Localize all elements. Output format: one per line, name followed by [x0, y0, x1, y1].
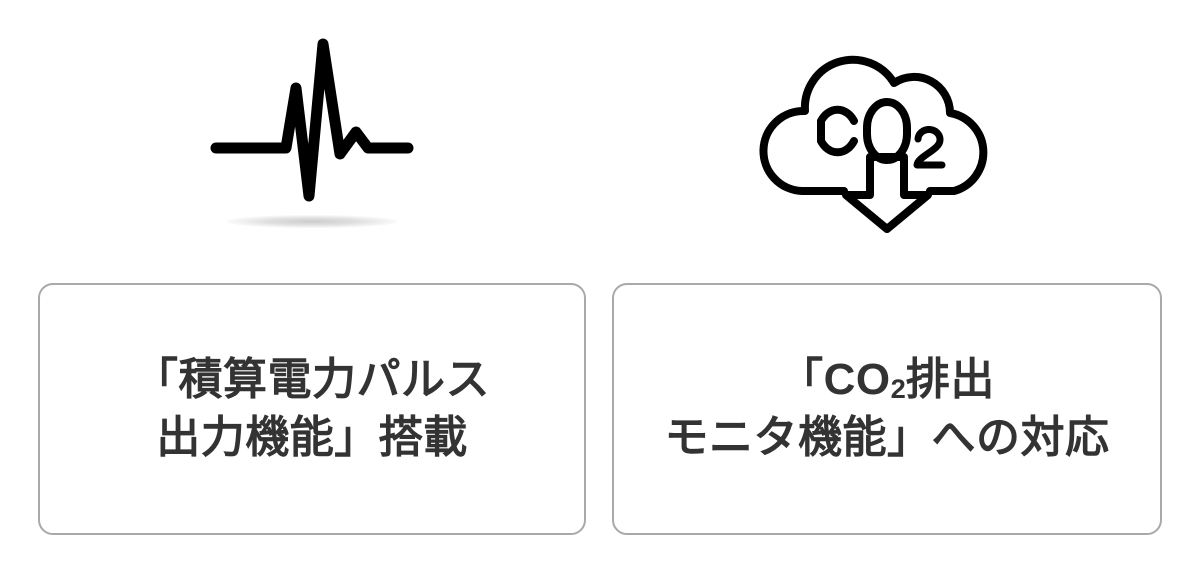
label-line-1-pre: 「CO	[779, 354, 891, 404]
feature-card-power-pulse[interactable]: 「積算電力パルス出力機能」搭載	[38, 283, 586, 535]
feature-column-power-pulse: 「積算電力パルス出力機能」搭載	[38, 0, 586, 580]
label-line-2: モニタ機能」への対応	[664, 413, 1110, 462]
feature-card-label-power-pulse: 「積算電力パルス出力機能」搭載	[134, 351, 490, 467]
feature-card-co2-monitor[interactable]: 「CO2排出モニタ機能」への対応	[612, 283, 1162, 535]
feature-card-label-co2-monitor: 「CO2排出モニタ機能」への対応	[665, 351, 1110, 467]
icon-area-power-pulse	[38, 0, 586, 262]
co2-cloud-down-arrow-icon	[759, 16, 1002, 246]
label-line-1: 「積算電力パルス	[134, 354, 490, 404]
label-line-1-subscript: 2	[890, 373, 906, 405]
label-line-2: 出力機能」搭載	[156, 413, 468, 462]
pulse-waveform-icon	[197, 16, 427, 246]
label-line-1-post: 排出	[905, 354, 995, 404]
feature-column-co2-monitor: 「CO2排出モニタ機能」への対応	[612, 0, 1162, 580]
icon-area-co2-monitor	[612, 0, 1162, 262]
